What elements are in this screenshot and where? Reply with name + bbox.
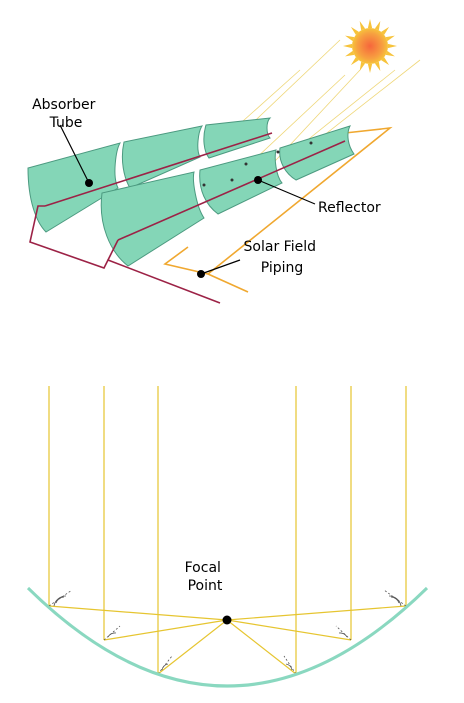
piping-marker: [197, 270, 205, 278]
sun-spike: [343, 43, 353, 49]
sun-spike: [387, 43, 397, 49]
solar-field-piping-label: Solar Field Piping: [244, 239, 321, 276]
incoming-light-rays: [48, 386, 407, 674]
reflector-pointer: [257, 179, 316, 205]
sun-spike: [350, 57, 359, 66]
sun-spike: [385, 50, 395, 57]
sun-spike: [374, 21, 381, 31]
mirror-back-2: [121, 125, 204, 189]
mirror-front-2: [199, 149, 283, 215]
reflector-label: Reflector: [318, 200, 381, 216]
sun-spike: [359, 61, 366, 71]
sun-spike: [367, 63, 373, 73]
mirror-back-1: [27, 142, 122, 233]
angle-arcs: [53, 595, 402, 671]
sun-spike: [381, 57, 390, 66]
sun-spike: [350, 26, 359, 35]
parabola-cross-section: Focal Point: [26, 386, 429, 688]
absorber-tube-front: [117, 140, 346, 241]
sun-icon: [343, 19, 397, 73]
absorber-tube-back: [44, 132, 273, 207]
reflector-marker: [254, 176, 262, 184]
sun-spike: [345, 35, 355, 42]
absorber-pointer: [59, 124, 90, 184]
sun-spike: [374, 61, 381, 71]
absorber-riser: [29, 205, 221, 304]
reflected-light-rays: [48, 605, 407, 675]
sun-spike: [385, 35, 395, 42]
piping-outlet: [207, 273, 249, 293]
sun-spike: [381, 26, 390, 35]
piping-pointer: [200, 259, 241, 275]
focal-point-label: Focal Point: [185, 560, 226, 594]
sun-spike: [359, 21, 366, 31]
surface-normals: [48, 589, 407, 675]
sun-spike: [367, 19, 373, 29]
trough-field-illustration: Absorber Tube Reflector Solar Field Pipi…: [27, 39, 421, 304]
sun-spike: [345, 50, 355, 57]
absorber-tube-label: Absorber Tube: [32, 97, 100, 131]
mirror-front-1: [100, 171, 205, 267]
mirror-back-3: [203, 117, 272, 159]
absorber-marker: [85, 179, 93, 187]
absorber-link: [107, 239, 119, 261]
parabolic-reflector: [26, 586, 429, 688]
focal-point-marker: [222, 615, 232, 625]
